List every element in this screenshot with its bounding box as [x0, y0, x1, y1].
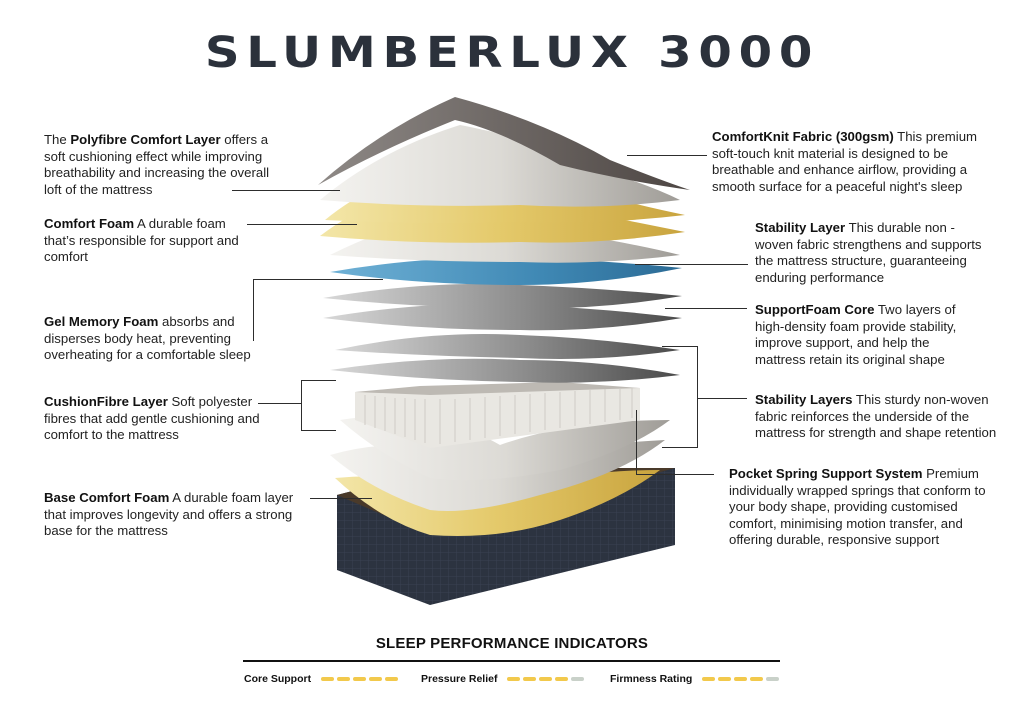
- leader-line: [301, 380, 336, 382]
- indicator-core-support: Core Support: [244, 673, 399, 685]
- leader-line: [247, 224, 357, 226]
- callout-title: CushionFibre Layer: [44, 394, 168, 409]
- page-title: SLUMBERLUX 3000: [204, 28, 820, 78]
- rating-bar: [321, 677, 399, 681]
- leader-line: [301, 380, 303, 431]
- leader-line: [662, 447, 698, 449]
- rating-dash-filled: [353, 677, 367, 681]
- rating-dash-filled: [523, 677, 537, 681]
- callout-comfort-foam: Comfort Foam A durable foam that’s respo…: [44, 216, 239, 265]
- rating-dash-empty: [571, 677, 585, 681]
- callout-title: SupportFoam Core: [755, 302, 875, 317]
- callout-base-comfort-foam: Base Comfort Foam A durable foam layer t…: [44, 490, 294, 539]
- divider: [243, 660, 780, 662]
- callout-title: ComfortKnit Fabric (300gsm): [712, 129, 894, 144]
- rating-dash-filled: [507, 677, 521, 681]
- leader-line: [636, 410, 638, 474]
- leader-line: [627, 155, 707, 157]
- callout-polyfibre-comfort-layer: The Polyfibre Comfort Layer offers a sof…: [44, 132, 270, 197]
- callout-comfortknit-fabric: ComfortKnit Fabric (300gsm) This premium…: [712, 129, 978, 194]
- callout-gel-memory-foam: Gel Memory Foam absorbs and disperses bo…: [44, 314, 251, 363]
- callout-title: Polyfibre Comfort Layer: [70, 132, 221, 147]
- indicator-label: Core Support: [244, 673, 312, 685]
- callout-pocket-spring-support-system: Pocket Spring Support System Premium ind…: [729, 466, 986, 548]
- callout-stability-layer: Stability Layer This durable non - woven…: [755, 220, 982, 285]
- callout-supportfoam-core: SupportFoam Core Two layers of high-dens…: [755, 302, 957, 367]
- rating-bar: [507, 677, 585, 681]
- leader-line: [232, 190, 340, 192]
- callout-title: Base Comfort Foam: [44, 490, 170, 505]
- leader-line: [697, 346, 699, 448]
- leader-line: [301, 430, 336, 432]
- leader-line: [635, 264, 748, 266]
- rating-dash-filled: [555, 677, 569, 681]
- leader-line: [636, 474, 714, 476]
- leader-line: [665, 308, 747, 310]
- rating-dash-filled: [750, 677, 764, 681]
- rating-dash-filled: [734, 677, 748, 681]
- indicator-firmness-rating: Firmness Rating: [610, 673, 780, 685]
- rating-dash-filled: [337, 677, 351, 681]
- rating-bar: [702, 677, 780, 681]
- callout-title: Stability Layer: [755, 220, 846, 235]
- rating-dash-filled: [539, 677, 553, 681]
- rating-dash-filled: [385, 677, 399, 681]
- leader-line: [258, 403, 301, 405]
- rating-dash-filled: [718, 677, 732, 681]
- leader-line: [662, 346, 698, 348]
- performance-heading: SLEEP PERFORMANCE INDICATORS: [375, 635, 649, 652]
- rating-dash-filled: [369, 677, 383, 681]
- callout-title: Comfort Foam: [44, 216, 135, 231]
- indicator-label: Firmness Rating: [610, 673, 693, 685]
- leader-line: [253, 279, 255, 341]
- callout-title: Pocket Spring Support System: [729, 466, 923, 481]
- callout-stability-layers: Stability Layers This sturdy non-woven f…: [755, 392, 997, 441]
- callout-cushionfibre-layer: CushionFibre Layer Soft polyester fibres…: [44, 394, 260, 443]
- rating-dash-filled: [702, 677, 716, 681]
- leader-line: [253, 279, 383, 281]
- rating-dash-empty: [766, 677, 780, 681]
- callout-title: Gel Memory Foam: [44, 314, 159, 329]
- rating-dash-filled: [321, 677, 335, 681]
- indicator-pressure-relief: Pressure Relief: [421, 673, 585, 685]
- leader-line: [310, 498, 372, 500]
- leader-line: [697, 398, 747, 400]
- callout-title: Stability Layers: [755, 392, 853, 407]
- indicator-label: Pressure Relief: [421, 673, 498, 685]
